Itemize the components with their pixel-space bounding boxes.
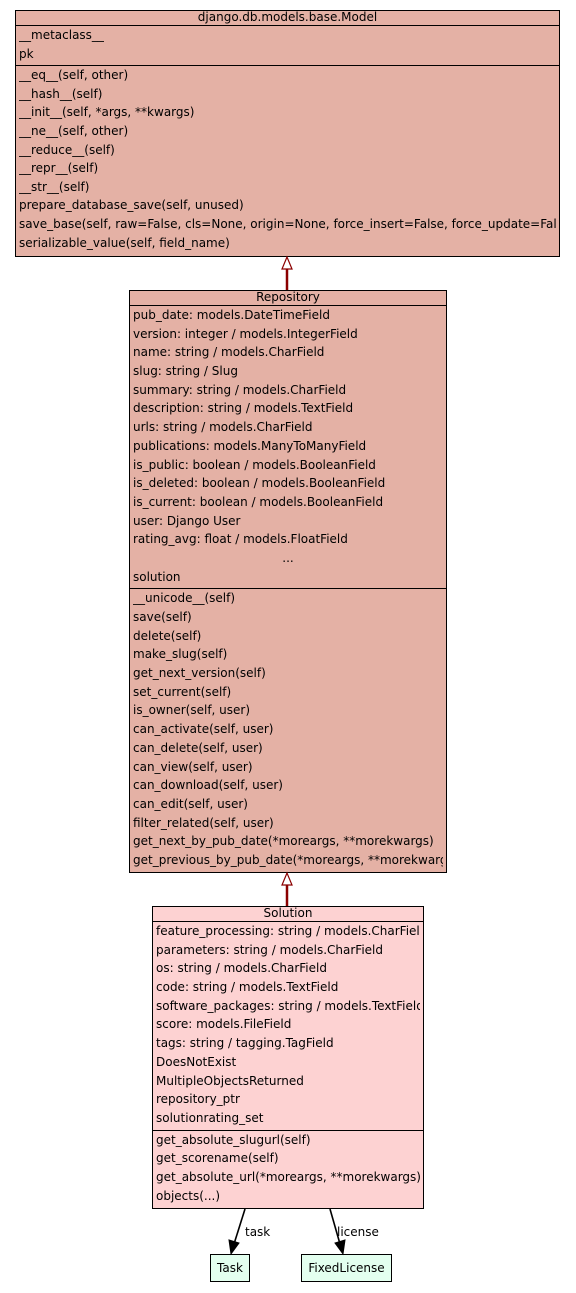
method-row: can_view(self, user) xyxy=(133,759,253,774)
class-model: django.db.models.base.Model __metaclass_… xyxy=(15,10,560,257)
method-row: set_current(self) xyxy=(133,684,232,699)
method-row: __ne__(self, other) xyxy=(19,123,129,138)
edge-label-license: license xyxy=(337,1225,379,1239)
attribute-row: is_current: boolean / models.BooleanFiel… xyxy=(133,494,384,509)
method-row: serializable_value(self, field_name) xyxy=(19,235,230,250)
class-repository: Repository pub_date: models.DateTimeFiel… xyxy=(129,290,447,873)
method-row: get_next_by_pub_date(*moreargs, **morekw… xyxy=(133,834,434,849)
method-row: can_activate(self, user) xyxy=(133,722,274,737)
method-row: get_absolute_url(*moreargs, **morekwargs… xyxy=(156,1169,420,1184)
methods-section: __eq__(self, other) __hash__(self) __init_… xyxy=(16,66,559,254)
method-row: objects(...) xyxy=(156,1188,221,1203)
attribute-row: slug: string / Slug xyxy=(133,364,238,379)
attribute-row: DoesNotExist xyxy=(156,1054,237,1069)
attribute-row: is_public: boolean / models.BooleanField xyxy=(133,457,376,472)
attribute-row: parameters: string / models.CharField xyxy=(156,942,383,957)
class-title: Repository xyxy=(130,291,446,306)
attribute-row: is_deleted: boolean / models.BooleanFiel… xyxy=(133,476,386,491)
methods-section: __unicode__(self) save(self) delete(self) m… xyxy=(130,589,446,871)
attribute-row: user: Django User xyxy=(133,513,241,528)
method-row: __hash__(self) xyxy=(19,86,103,101)
edge-label-task: task xyxy=(245,1225,270,1239)
attribute-row: repository_ptr xyxy=(156,1092,240,1107)
method-row: __repr__(self) xyxy=(19,161,99,176)
inheritance-edge-repository-model xyxy=(281,255,293,290)
method-row: can_download(self, user) xyxy=(133,778,283,793)
attribute-row: score: models.FileField xyxy=(156,1017,292,1032)
attributes-section: __metaclass__pk xyxy=(16,26,559,67)
attribute-row: publications: models.ManyToManyField xyxy=(133,438,367,453)
method-row: prepare_database_save(self, unused) xyxy=(19,198,244,213)
method-row: __eq__(self, other) xyxy=(19,68,129,83)
attribute-row: pk xyxy=(19,46,34,61)
attribute-row: tags: string / tagging.TagField xyxy=(156,1036,334,1051)
attribute-row: name: string / models.CharField xyxy=(133,345,325,360)
attribute-row: code: string / models.TextField xyxy=(156,980,339,995)
method-row: filter_related(self, user) xyxy=(133,815,274,830)
method-row: get_previous_by_pub_date(*moreargs, **mo… xyxy=(133,852,443,867)
method-row: is_owner(self, user) xyxy=(133,703,251,718)
method-row: make_slug(self) xyxy=(133,647,228,662)
attribute-row: feature_processing: string / models.Char… xyxy=(156,924,420,938)
method-row: __reduce__(self) xyxy=(19,142,115,157)
attributes-section: pub_date: models.DateTimeField version: i… xyxy=(130,306,446,590)
class-solution: Solution feature_processing: string / mo… xyxy=(152,906,424,1209)
attribute-row: urls: string / models.CharField xyxy=(133,420,313,435)
method-row: save_base(self, raw=False, cls=None, ori… xyxy=(19,216,556,231)
class-fixed-license: FixedLicense xyxy=(301,1254,392,1282)
methods-section: get_absolute_slugurl(self) get_scorename(… xyxy=(153,1131,423,1208)
attribute-row: ... xyxy=(282,550,294,565)
association-edge-task: task xyxy=(228,1208,270,1256)
attribute-row: description: string / models.TextField xyxy=(133,401,354,416)
attribute-row: os: string / models.CharField xyxy=(156,961,327,976)
method-row: get_scorename(self) xyxy=(156,1151,279,1166)
attribute-row: pub_date: models.DateTimeField xyxy=(133,308,330,322)
attributes-section: feature_processing: string / models.Char… xyxy=(153,922,423,1131)
method-row: can_delete(self, user) xyxy=(133,740,263,755)
association-edge-license: license xyxy=(329,1208,379,1256)
attribute-row: __metaclass__ xyxy=(19,28,104,42)
method-row: save(self) xyxy=(133,610,192,624)
attribute-row: solution xyxy=(133,569,181,584)
method-row: can_edit(self, user) xyxy=(133,796,248,811)
method-row: __unicode__(self) xyxy=(133,591,236,606)
class-title: Solution xyxy=(153,907,423,922)
method-row: get_absolute_slugurl(self) xyxy=(156,1132,311,1147)
class-task: Task xyxy=(210,1254,250,1282)
attribute-row: rating_avg: float / models.FloatField xyxy=(133,532,348,547)
method-row: get_next_version(self) xyxy=(133,666,266,681)
class-title: django.db.models.base.Model xyxy=(16,11,559,26)
inheritance-edge-solution-repository xyxy=(281,871,293,906)
method-row: __str__(self) xyxy=(19,179,90,194)
method-row: delete(self) xyxy=(133,628,202,643)
attribute-row: summary: string / models.CharField xyxy=(133,382,347,397)
attribute-row: software_packages: string / models.TextF… xyxy=(156,998,420,1013)
attribute-row: solutionrating_set xyxy=(156,1110,264,1125)
method-row: __init__(self, *args, **kwargs) xyxy=(19,105,195,120)
attribute-row: version: integer / models.IntegerField xyxy=(133,326,358,341)
attribute-row: MultipleObjectsReturned xyxy=(156,1073,304,1088)
